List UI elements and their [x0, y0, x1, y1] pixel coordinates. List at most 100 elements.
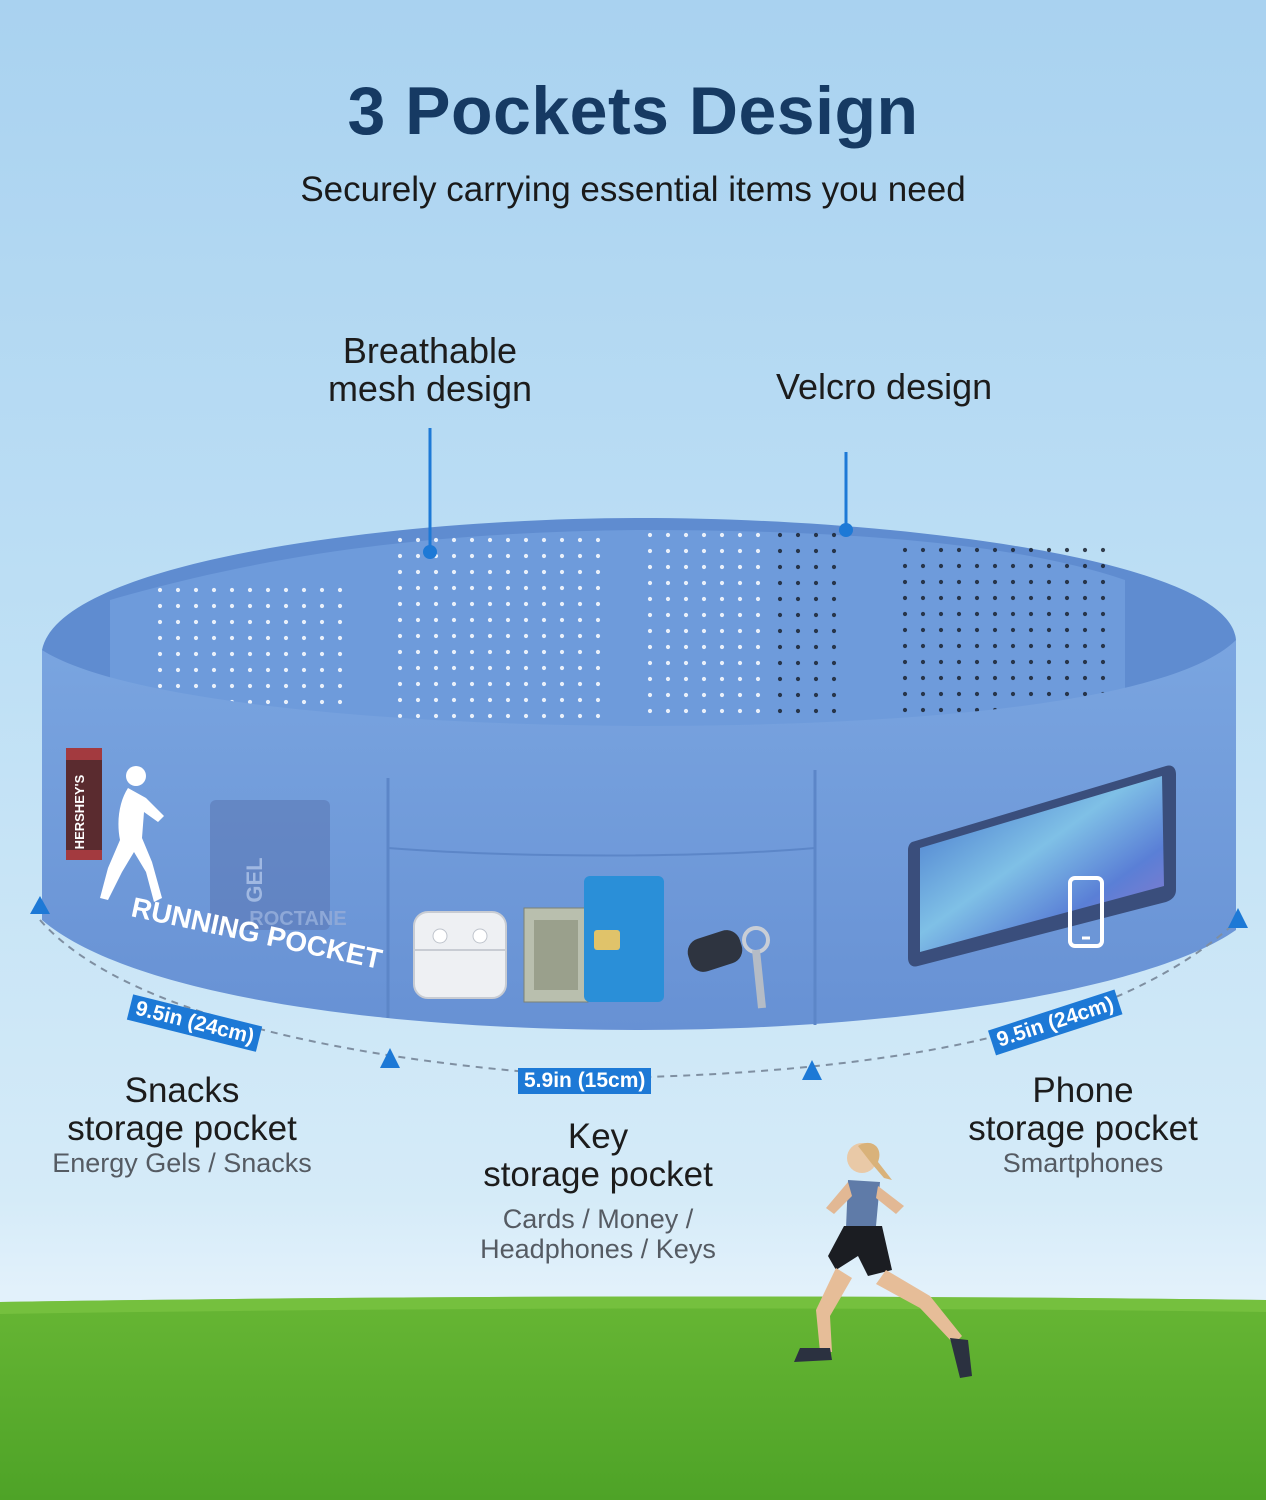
mesh-dot: [193, 667, 199, 673]
mesh-dot: [719, 548, 725, 554]
mesh-dot: [777, 532, 783, 538]
mesh-dot: [938, 579, 944, 585]
mesh-dot: [397, 649, 403, 655]
mesh-dot: [719, 612, 725, 618]
mesh-dot: [415, 681, 421, 687]
mesh-dot: [647, 564, 653, 570]
mesh-dot: [397, 681, 403, 687]
mesh-dot: [595, 585, 601, 591]
mesh-dot: [755, 644, 761, 650]
mesh-dot: [247, 587, 253, 593]
mesh-dot: [1028, 547, 1034, 553]
mesh-dot: [577, 601, 583, 607]
mesh-dot: [683, 612, 689, 618]
arrow-marker: [30, 896, 50, 914]
mesh-dot: [902, 547, 908, 553]
mesh-dot: [337, 603, 343, 609]
snacks-pocket-info: Snacks storage pocket Energy Gels / Snac…: [30, 1071, 334, 1179]
mesh-dot: [1100, 675, 1106, 681]
mesh-dot: [523, 649, 529, 655]
mesh-dot: [683, 644, 689, 650]
mesh-dot: [1100, 595, 1106, 601]
mesh-dot: [265, 667, 271, 673]
mesh-dot: [505, 537, 511, 543]
snacks-pocket-items: Energy Gels / Snacks: [52, 1148, 312, 1178]
mesh-dot: [956, 579, 962, 585]
mesh-dot: [157, 635, 163, 641]
mesh-dot: [505, 601, 511, 607]
mesh-dot: [505, 649, 511, 655]
mesh-dot: [920, 643, 926, 649]
mesh-dot: [301, 603, 307, 609]
mesh-dot: [974, 675, 980, 681]
mesh-dot: [595, 649, 601, 655]
mesh-dot: [415, 617, 421, 623]
mesh-dot: [813, 708, 819, 714]
mesh-dot: [193, 683, 199, 689]
credit-card-icon: [584, 876, 664, 1002]
mesh-dot: [487, 601, 493, 607]
mesh-dot: [541, 569, 547, 575]
mesh-dot: [193, 635, 199, 641]
mesh-dot: [795, 596, 801, 602]
mesh-dot: [487, 633, 493, 639]
mesh-dot: [938, 643, 944, 649]
mesh-dot: [487, 649, 493, 655]
snacks-pocket-title: Snacks: [124, 1071, 240, 1110]
mesh-dot: [1046, 659, 1052, 665]
mesh-dot: [737, 580, 743, 586]
mesh-dot: [541, 649, 547, 655]
mesh-dot: [795, 644, 801, 650]
energy-gel-icon: GEL ROCTANE: [210, 800, 347, 930]
mesh-dot: [301, 619, 307, 625]
mesh-dot: [777, 548, 783, 554]
mesh-dot: [469, 585, 475, 591]
mesh-dot: [505, 665, 511, 671]
mesh-dot: [523, 681, 529, 687]
mesh-dot: [229, 667, 235, 673]
mesh-dot: [265, 699, 271, 705]
mesh-dot: [247, 651, 253, 657]
mesh-dot: [487, 713, 493, 719]
mesh-dot: [577, 569, 583, 575]
mesh-dot: [1100, 611, 1106, 617]
mesh-dot: [701, 580, 707, 586]
mesh-dot: [451, 537, 457, 543]
mesh-dot: [1064, 547, 1070, 553]
mesh-dot: [559, 537, 565, 543]
mesh-dot: [577, 633, 583, 639]
mesh-dot: [737, 596, 743, 602]
mesh-dot: [992, 627, 998, 633]
mesh-dot: [683, 548, 689, 554]
mesh-dot: [157, 651, 163, 657]
gel-label: GEL: [242, 857, 267, 902]
mesh-dot: [397, 553, 403, 559]
mesh-dot: [795, 660, 801, 666]
mesh-dot: [902, 707, 908, 713]
mesh-dot: [1046, 691, 1052, 697]
mesh-dot: [283, 683, 289, 689]
mesh-dot: [595, 553, 601, 559]
mesh-dot: [1082, 675, 1088, 681]
mesh-dot: [337, 651, 343, 657]
mesh-dot: [577, 553, 583, 559]
mesh-dot: [319, 635, 325, 641]
mesh-dot: [813, 612, 819, 618]
mesh-dot: [737, 708, 743, 714]
mesh-dot: [487, 681, 493, 687]
gel-brand-label: ROCTANE: [249, 908, 346, 930]
mesh-dot: [211, 635, 217, 641]
mesh-dot: [301, 651, 307, 657]
mesh-dot: [737, 612, 743, 618]
mesh-dot: [175, 587, 181, 593]
mesh-dot: [415, 553, 421, 559]
mesh-dot: [577, 649, 583, 655]
mesh-dot: [665, 708, 671, 714]
mesh-dot: [229, 651, 235, 657]
mesh-dot: [938, 563, 944, 569]
mesh-dot: [523, 617, 529, 623]
mesh-dot: [397, 665, 403, 671]
mesh-dot: [283, 603, 289, 609]
mesh-dot: [737, 548, 743, 554]
mesh-dot: [469, 665, 475, 671]
